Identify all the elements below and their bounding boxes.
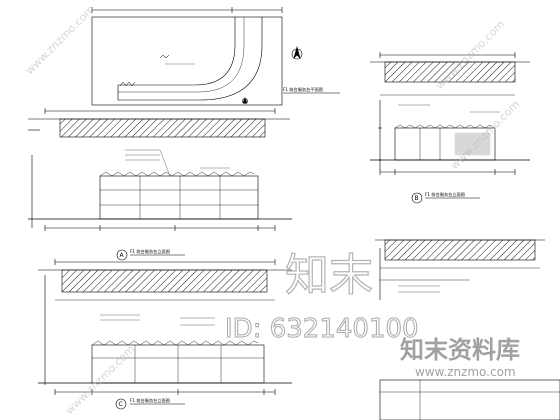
plan-b-title: F1 前台服务台平面图	[283, 86, 323, 93]
elevation-c-title: F1 前台服务台立面图	[130, 397, 170, 404]
counter-front-a	[99, 175, 259, 220]
hatched-soffit-d	[384, 239, 536, 261]
curved-counter-outline	[117, 17, 263, 101]
elevation-a-title: F1 前台服务台立面图	[130, 248, 170, 255]
title-block	[379, 379, 560, 420]
counter-plan-view	[91, 7, 303, 106]
watermark-id-text: ID: 632140100	[225, 314, 419, 344]
elevation-c	[38, 259, 292, 395]
elevation-b	[370, 52, 530, 175]
watermark-logo-text: 知末资料库	[400, 336, 520, 364]
section-detail	[375, 239, 545, 300]
elevation-b-marker-label: B	[415, 195, 419, 202]
watermark-url-diagonal-1: www.znzmo.com	[23, 3, 97, 77]
hatched-soffit-a	[59, 118, 266, 138]
elevation-a-marker-label: A	[120, 252, 125, 259]
watermark-url-diagonal-3: www.znzmo.com	[63, 343, 137, 417]
elevation-a-marker	[116, 249, 128, 261]
plan-frame	[91, 16, 283, 106]
elevation-c-marker-label: C	[119, 401, 123, 408]
watermark-logo-url: www.znzmo.com	[415, 365, 516, 379]
elevation-c-marker	[115, 398, 127, 410]
watermark-big-text: 知末	[285, 250, 373, 301]
elevation-b-title: F1 前台服务台立面图	[425, 191, 465, 198]
elevation-b-marker	[411, 192, 423, 204]
hatched-soffit-b	[384, 61, 516, 83]
elevation-a	[28, 108, 292, 231]
hatched-soffit-c	[61, 269, 268, 293]
